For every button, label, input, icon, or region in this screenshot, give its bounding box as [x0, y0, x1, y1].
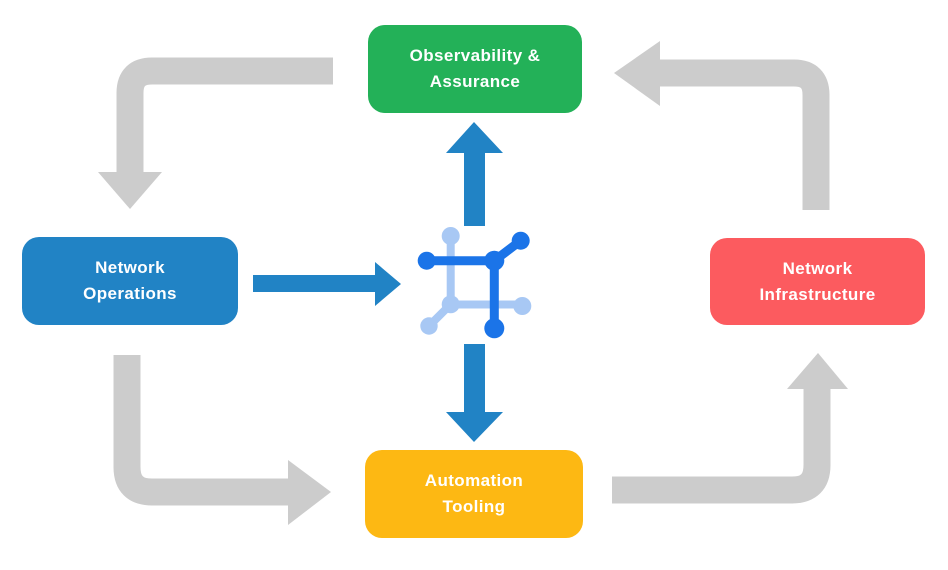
hub-arrow-center-to-observability [446, 122, 503, 226]
cycle-arrow-operations-to-automation [113, 355, 331, 525]
hub-arrow-center-to-automation [446, 344, 503, 442]
node-automation-tooling: Automation Tooling [365, 450, 583, 538]
hub-arrow-operations-to-center [253, 262, 401, 306]
node-label-line: Operations [83, 284, 177, 303]
node-network-operations: Network Operations [22, 237, 238, 325]
node-label-line: Tooling [442, 497, 506, 516]
node-label-line: Infrastructure [759, 284, 876, 304]
node-label-line: Observability & [409, 46, 541, 65]
network-mesh-icon [417, 227, 532, 339]
node-label-line: Network [782, 258, 853, 278]
node-label-line: Network [95, 258, 165, 277]
cycle-arrow-observability-to-operations [98, 57, 333, 209]
node-observability-assurance: Observability & Assurance [368, 25, 582, 113]
node-label-line: Automation [424, 471, 524, 490]
node-network-infrastructure: Network Infrastructure [710, 238, 925, 325]
node-label-line: Assurance [429, 72, 521, 91]
cycle-arrow-automation-to-infrastructure [612, 353, 848, 504]
cycle-arrow-infrastructure-to-observability [614, 41, 830, 210]
